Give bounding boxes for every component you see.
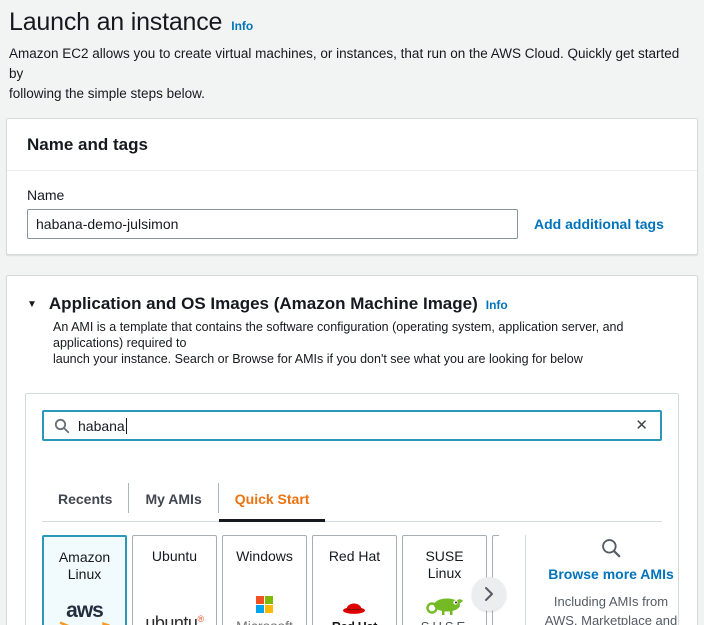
search-value: habana <box>78 417 125 434</box>
tab-recents[interactable]: Recents <box>42 481 128 522</box>
ami-name: Ubuntu <box>151 548 198 564</box>
ubuntu-logo: ubuntu® <box>145 613 204 625</box>
tab-divider <box>217 483 219 513</box>
ami-name: SUSE Linux <box>425 548 464 581</box>
ami-chooser-panel: habana ✕ Recents My AMIs Quick Start Ama… <box>25 393 679 625</box>
search-icon <box>54 418 70 433</box>
ami-section-card: ▼ Application and OS Images (Amazon Mach… <box>6 275 698 625</box>
ami-card-red-hat[interactable]: Red Hat Red Hat <box>312 535 397 625</box>
ami-name: Red Hat <box>328 548 381 564</box>
clear-search-icon[interactable]: ✕ <box>635 417 648 434</box>
ami-section-heading: Application and OS Images (Amazon Machin… <box>48 294 478 313</box>
instance-name-input[interactable] <box>27 209 518 239</box>
page-description: Amazon EC2 allows you to create virtual … <box>9 46 680 101</box>
ami-carousel: Amazon Linux aws Ubuntu ubuntu® <box>42 535 499 625</box>
ami-card-ubuntu[interactable]: Ubuntu ubuntu® <box>132 535 217 625</box>
ami-name: Amazon Linux <box>58 549 111 582</box>
browse-note: Including AMIs from AWS, Marketplace and… <box>544 594 678 625</box>
ami-info-link[interactable]: Info <box>485 298 508 312</box>
ami-search-input[interactable]: habana ✕ <box>42 410 662 441</box>
name-and-tags-header: Name and tags <box>7 119 697 171</box>
browse-more-amis-link[interactable]: Browse more AMIs <box>548 566 674 582</box>
vertical-divider <box>525 535 526 625</box>
tab-my-amis[interactable]: My AMIs <box>129 481 217 522</box>
name-label: Name <box>27 187 65 203</box>
suse-logo: SUSE <box>421 595 468 625</box>
page-info-link[interactable]: Info <box>231 19 254 33</box>
microsoft-logo: Microsoft <box>236 595 293 625</box>
page-title: Launch an instance <box>9 8 223 36</box>
carousel-next-button[interactable] <box>472 577 506 611</box>
text-cursor <box>125 417 127 434</box>
add-additional-tags-link[interactable]: Add additional tags <box>534 216 664 232</box>
ami-card-windows[interactable]: Windows Microsoft <box>222 535 307 625</box>
ami-tabs: Recents My AMIs Quick Start <box>42 481 662 522</box>
name-and-tags-card: Name and tags Name Add additional tags <box>6 118 698 255</box>
ami-card-suse-linux[interactable]: SUSE Linux SUSE <box>402 535 487 625</box>
ami-name: Windows <box>236 548 293 564</box>
red-hat-logo: Red Hat <box>332 600 377 625</box>
tab-quick-start[interactable]: Quick Start <box>218 481 326 522</box>
collapse-caret-icon[interactable]: ▼ <box>27 299 37 310</box>
page-header: Launch an instance Info Amazon EC2 allow… <box>0 0 704 104</box>
ami-card-amazon-linux[interactable]: Amazon Linux aws <box>42 535 127 625</box>
tab-divider <box>128 483 130 513</box>
name-and-tags-heading: Name and tags <box>27 135 148 154</box>
browse-more-panel: Browse more AMIs Including AMIs from AWS… <box>526 535 696 625</box>
ami-section-description: An AMI is a template that contains the s… <box>53 320 624 366</box>
browse-search-icon <box>602 539 621 558</box>
chevron-right-icon <box>485 587 493 601</box>
aws-logo: aws <box>58 600 112 625</box>
